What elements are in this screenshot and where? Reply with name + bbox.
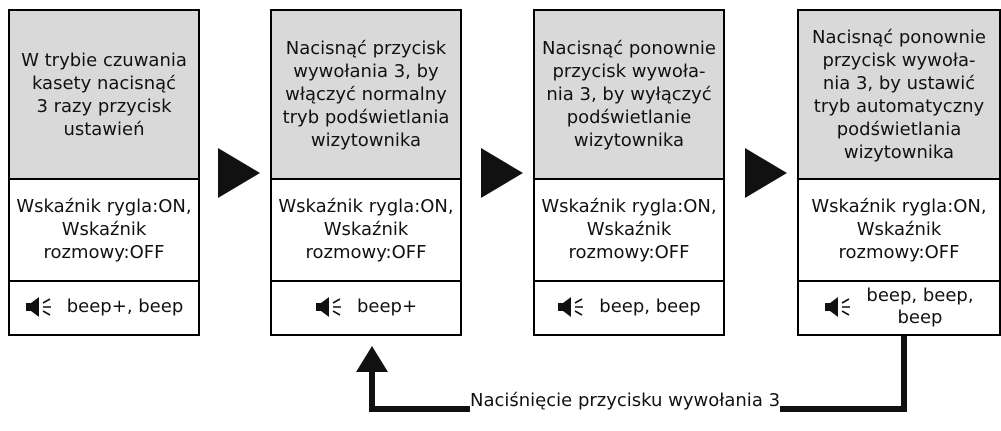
- step-1-instruction: W trybie czuwania kasety nacisnąć 3 razy…: [21, 49, 187, 140]
- step-1-sound-cell: beep+, beep: [10, 280, 198, 334]
- step-2-sound-cell: beep+: [272, 280, 460, 334]
- step-3-box: Nacisnąć ponownie przycisk wywoła- nia 3…: [533, 9, 725, 336]
- step-1-instruction-cell: W trybie czuwania kasety nacisnąć 3 razy…: [10, 11, 198, 180]
- right-triangle-arrow-icon: [481, 148, 523, 198]
- step-4-beep: beep, beep, beep: [866, 285, 974, 328]
- step-4-box: Nacisnąć ponownie przycisk wywoła- nia 3…: [797, 9, 1001, 336]
- step-3-instruction: Nacisnąć ponownie przycisk wywoła- nia 3…: [542, 38, 716, 151]
- speaker-sound-icon: [25, 297, 51, 317]
- step-4-sound-cell: beep, beep, beep: [799, 280, 999, 334]
- step-4-indicators: Wskaźnik rygla:ON, Wskaźnik rozmowy:OFF: [811, 195, 987, 263]
- step-2-indicators-cell: Wskaźnik rygla:ON, Wskaźnik rozmowy:OFF: [272, 178, 460, 282]
- step-3-sound-cell: beep, beep: [535, 280, 723, 334]
- speaker-sound-icon: [825, 297, 851, 317]
- right-triangle-arrow-icon: [218, 148, 260, 198]
- step-3-instruction-cell: Nacisnąć ponownie przycisk wywoła- nia 3…: [535, 11, 723, 180]
- up-arrow-icon: [356, 346, 388, 372]
- step-4-instruction: Nacisnąć ponownie przycisk wywoła- nia 3…: [812, 26, 986, 163]
- step-2-instruction: Nacisnąć przycisk wywołania 3, by włączy…: [282, 38, 450, 151]
- step-2-indicators: Wskaźnik rygla:ON, Wskaźnik rozmowy:OFF: [278, 195, 454, 263]
- step-2-box: Nacisnąć przycisk wywołania 3, by włączy…: [270, 9, 462, 336]
- speaker-sound-icon: [315, 297, 341, 317]
- step-3-beep: beep, beep: [599, 296, 701, 317]
- step-3-indicators: Wskaźnik rygla:ON, Wskaźnik rozmowy:OFF: [541, 195, 717, 263]
- loop-label: Naciśnięcie przycisku wywołania 3: [470, 390, 781, 412]
- step-1-indicators-cell: Wskaźnik rygla:ON, Wskaźnik rozmowy:OFF: [10, 178, 198, 282]
- step-2-instruction-cell: Nacisnąć przycisk wywołania 3, by włączy…: [272, 11, 460, 180]
- step-1-box: W trybie czuwania kasety nacisnąć 3 razy…: [8, 9, 200, 336]
- step-1-indicators: Wskaźnik rygla:ON, Wskaźnik rozmowy:OFF: [16, 195, 192, 263]
- step-4-indicators-cell: Wskaźnik rygla:ON, Wskaźnik rozmowy:OFF: [799, 178, 999, 282]
- step-4-instruction-cell: Nacisnąć ponownie przycisk wywoła- nia 3…: [799, 11, 999, 180]
- step-2-beep: beep+: [356, 296, 418, 317]
- speaker-sound-icon: [558, 297, 584, 317]
- right-triangle-arrow-icon: [745, 148, 787, 198]
- step-3-indicators-cell: Wskaźnik rygla:ON, Wskaźnik rozmowy:OFF: [535, 178, 723, 282]
- step-1-beep: beep+, beep: [66, 296, 184, 317]
